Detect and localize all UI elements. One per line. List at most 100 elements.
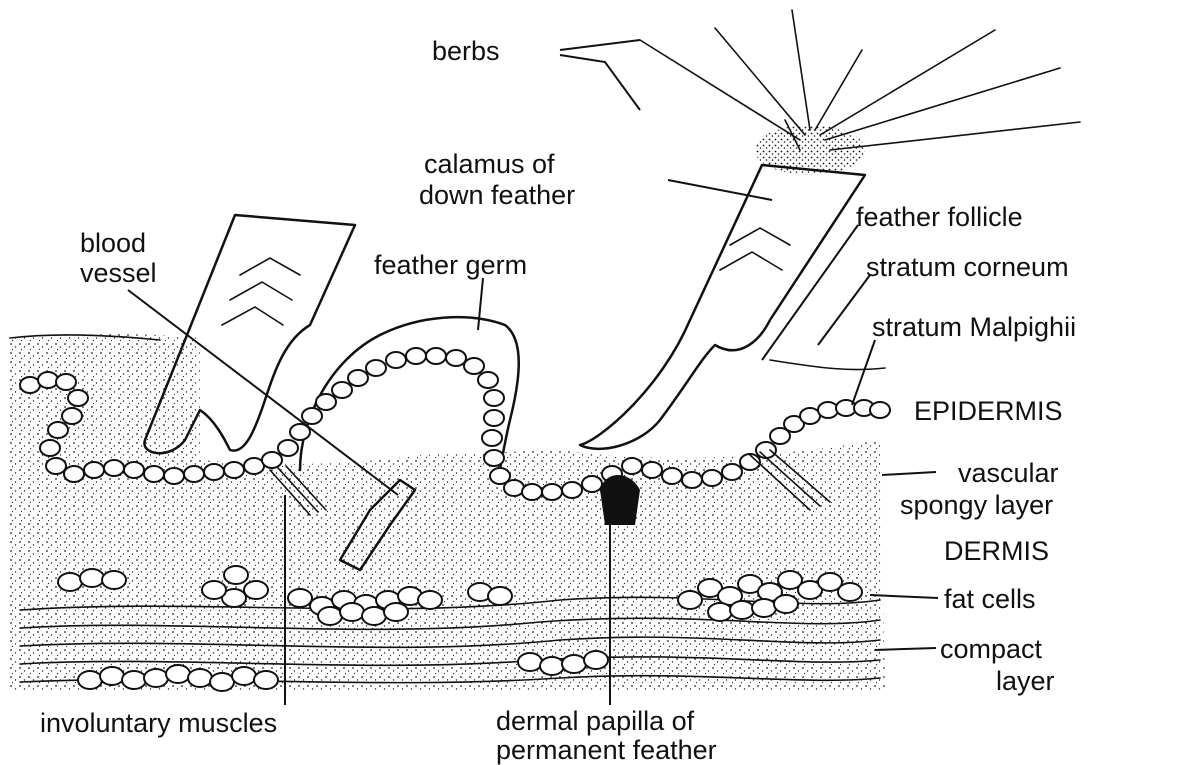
cell: [730, 601, 754, 619]
cell: [504, 480, 524, 496]
label-vascular-line1: vascular: [958, 458, 1059, 488]
cell: [164, 468, 184, 484]
cell: [78, 671, 102, 689]
cell: [622, 458, 642, 474]
cell: [244, 458, 264, 474]
label-epidermis: EPIDERMIS: [914, 396, 1063, 426]
cell: [484, 390, 504, 406]
barbs: [640, 10, 1080, 150]
cell: [838, 583, 862, 601]
cell: [488, 587, 512, 605]
cell: [446, 350, 466, 366]
cell: [124, 462, 144, 478]
cell: [406, 348, 426, 364]
cell: [144, 466, 164, 482]
cell: [774, 595, 798, 613]
cell: [104, 460, 124, 476]
cell: [38, 372, 58, 388]
cell: [184, 466, 204, 482]
cell: [46, 458, 66, 474]
label-stratum-corneum: stratum corneum: [866, 252, 1069, 282]
cell: [362, 607, 386, 625]
cell: [464, 358, 484, 374]
cell: [332, 382, 352, 398]
cell: [386, 352, 406, 368]
dermal-papilla: [600, 475, 640, 525]
cell: [278, 440, 298, 456]
leader-vascular: [882, 472, 936, 475]
cell: [232, 667, 256, 685]
cell: [122, 671, 146, 689]
cell: [340, 603, 364, 621]
cell: [210, 673, 234, 691]
cell: [426, 348, 446, 364]
label-compact-line1: compact: [940, 634, 1042, 664]
cell: [702, 470, 722, 486]
cell: [40, 440, 60, 456]
cell: [708, 603, 732, 621]
cell: [870, 402, 890, 418]
cell: [482, 430, 502, 446]
cell: [102, 571, 126, 589]
cell: [418, 591, 442, 609]
cell: [584, 651, 608, 669]
cell: [224, 566, 248, 584]
cell: [384, 603, 408, 621]
cell: [188, 669, 212, 687]
cell: [484, 410, 504, 426]
label-calamus-line1: calamus of: [424, 149, 555, 179]
cell: [682, 472, 702, 488]
cell: [562, 482, 582, 498]
leader-follicle: [762, 225, 858, 360]
label-stratum-malpighii: stratum Malpighii: [872, 312, 1076, 342]
cell: [800, 408, 820, 424]
cell: [582, 476, 602, 492]
cell: [288, 589, 312, 607]
label-compact-line2: layer: [996, 666, 1055, 696]
cell: [478, 372, 498, 388]
label-dermis: DERMIS: [944, 536, 1049, 566]
cell: [244, 581, 268, 599]
cell: [318, 607, 342, 625]
cell: [756, 442, 776, 458]
label-papilla-line1: dermal papilla of: [496, 706, 694, 736]
leader-barbs-2: [560, 55, 640, 110]
cell: [204, 464, 224, 480]
cell: [166, 665, 190, 683]
cell: [20, 377, 40, 393]
cell: [68, 390, 88, 406]
label-blood-line1: blood: [80, 228, 146, 258]
label-feather-germ: feather germ: [374, 250, 527, 280]
label-barbs: berbs: [432, 36, 500, 66]
cell: [722, 464, 742, 480]
cell: [316, 394, 336, 410]
cell: [642, 462, 662, 478]
cell: [484, 450, 504, 466]
cell: [540, 657, 564, 675]
cell: [58, 573, 82, 591]
leader-barbs-1: [560, 40, 640, 50]
leader-corneum: [818, 275, 870, 345]
label-blood-line2: vessel: [80, 258, 157, 288]
cell: [348, 370, 368, 386]
cell: [366, 360, 386, 376]
cell: [678, 591, 702, 609]
feather-chevrons: [222, 258, 300, 325]
cell: [48, 422, 68, 438]
leader-germ: [478, 278, 483, 330]
leader-calamus: [668, 180, 772, 200]
cell: [100, 667, 124, 685]
cell: [818, 402, 838, 418]
cell: [62, 408, 82, 424]
cell: [254, 671, 278, 689]
cell: [144, 669, 168, 687]
skin-section: [10, 334, 885, 690]
cell: [562, 655, 586, 673]
label-fat-cells: fat cells: [944, 584, 1036, 614]
label-vascular-line2: spongy layer: [900, 490, 1053, 520]
cell: [522, 484, 542, 500]
label-involuntary-muscles: involuntary muscles: [40, 708, 277, 738]
cell: [302, 408, 322, 424]
label-calamus-line2: down feather: [419, 180, 575, 210]
cell: [84, 462, 104, 478]
